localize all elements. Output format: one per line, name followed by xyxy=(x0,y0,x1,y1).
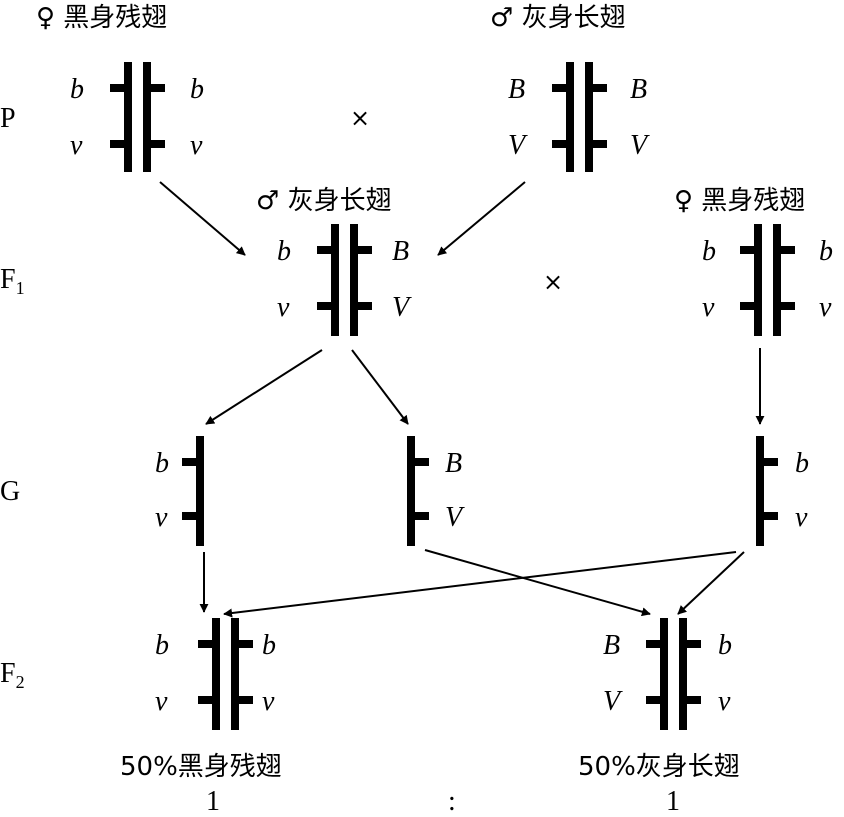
gamete-3-allele-bottom: v xyxy=(795,502,808,533)
f2-left-allele-left-top: b xyxy=(155,630,169,661)
f2-left-allele-left-bottom: v xyxy=(155,686,168,717)
arrow-gamete-3-to-f2-left xyxy=(223,551,737,618)
generation-p-label: P xyxy=(0,103,16,134)
f2-right-allele-left-bottom: V xyxy=(603,686,621,717)
p-cross-symbol: × xyxy=(350,104,371,132)
f2-right-allele-right-top: b xyxy=(718,630,732,661)
gamete-2-allele-top: B xyxy=(445,448,463,479)
generation-f2-label: F2 xyxy=(0,658,25,692)
f2-left-allele-right-top: b xyxy=(262,630,276,661)
f1-female-allele-left-top: b xyxy=(702,236,716,267)
f2-left-allele-right-bottom: v xyxy=(262,686,275,717)
f1-male-label: ♂ 灰身长翅 xyxy=(256,186,392,216)
p-female-label: ♀ 黑身残翅 xyxy=(36,3,168,33)
p-female-allele-left-bottom: v xyxy=(70,130,83,161)
f1-female-allele-right-top: b xyxy=(819,236,833,267)
p-male-allele-left-top: B xyxy=(508,74,526,105)
p-female-allele-right-bottom: v xyxy=(190,130,203,161)
f2-right-phenotype-result: 50%灰身长翅 xyxy=(578,752,740,782)
f1-male-allele-left-bottom: v xyxy=(277,292,290,323)
f2-left-phenotype-result: 50%黑身残翅 xyxy=(120,752,282,782)
f1-female-label: ♀ 黑身残翅 xyxy=(674,186,806,216)
f1-female-chromosome-pair xyxy=(740,224,795,336)
ratio-right-value: 1 xyxy=(666,786,680,817)
f2-right-chromosome-pair xyxy=(646,618,701,730)
arrow-f1-to-gamete-2 xyxy=(351,349,409,425)
f1-male-allele-right-top: B xyxy=(392,236,410,267)
gamete-1-allele-bottom: v xyxy=(155,502,168,533)
f1-male-allele-left-top: b xyxy=(277,236,291,267)
p-male-allele-right-bottom: V xyxy=(630,130,648,161)
arrow-gamete-3-to-f2-right xyxy=(677,551,745,615)
gamete-1-chromosome xyxy=(182,436,204,546)
generation-f2-sub: 2 xyxy=(15,672,25,692)
generation-f2-main: F xyxy=(0,658,16,689)
p-male-chromosome-pair xyxy=(552,62,607,172)
gamete-3-allele-top: b xyxy=(795,448,809,479)
arrow-f1-to-gamete-1 xyxy=(205,349,323,425)
generation-f1-label: F1 xyxy=(0,264,25,298)
p-female-chromosome-pair xyxy=(110,62,165,172)
f1-cross-symbol: × xyxy=(543,268,564,296)
p-male-allele-right-top: B xyxy=(630,74,648,105)
generation-f1-sub: 1 xyxy=(15,278,25,298)
arrow-p-female-to-f1 xyxy=(159,181,246,256)
f2-left-chromosome-pair xyxy=(198,618,253,730)
f1-male-allele-right-bottom: V xyxy=(392,292,410,323)
f1-male-chromosome-pair xyxy=(317,224,372,336)
arrow-gamete-2-to-f2-right xyxy=(424,549,651,617)
gamete-2-chromosome xyxy=(407,436,429,546)
ratio-separator: : xyxy=(448,786,456,817)
arrow-p-male-to-f1 xyxy=(437,181,526,256)
f2-right-allele-left-top: B xyxy=(603,630,621,661)
p-female-allele-right-top: b xyxy=(190,74,204,105)
generation-g-label: G xyxy=(0,476,21,507)
f1-female-allele-left-bottom: v xyxy=(702,292,715,323)
p-female-allele-left-top: b xyxy=(70,74,84,105)
f2-right-allele-right-bottom: v xyxy=(718,686,731,717)
gamete-3-chromosome xyxy=(756,436,778,546)
f1-female-allele-right-bottom: v xyxy=(819,292,832,323)
p-male-label: ♂ 灰身长翅 xyxy=(490,3,626,33)
generation-f1-main: F xyxy=(0,264,16,295)
ratio-left-value: 1 xyxy=(206,786,220,817)
gamete-1-allele-top: b xyxy=(155,448,169,479)
p-male-allele-left-bottom: V xyxy=(508,130,526,161)
gamete-2-allele-bottom: V xyxy=(445,502,463,533)
